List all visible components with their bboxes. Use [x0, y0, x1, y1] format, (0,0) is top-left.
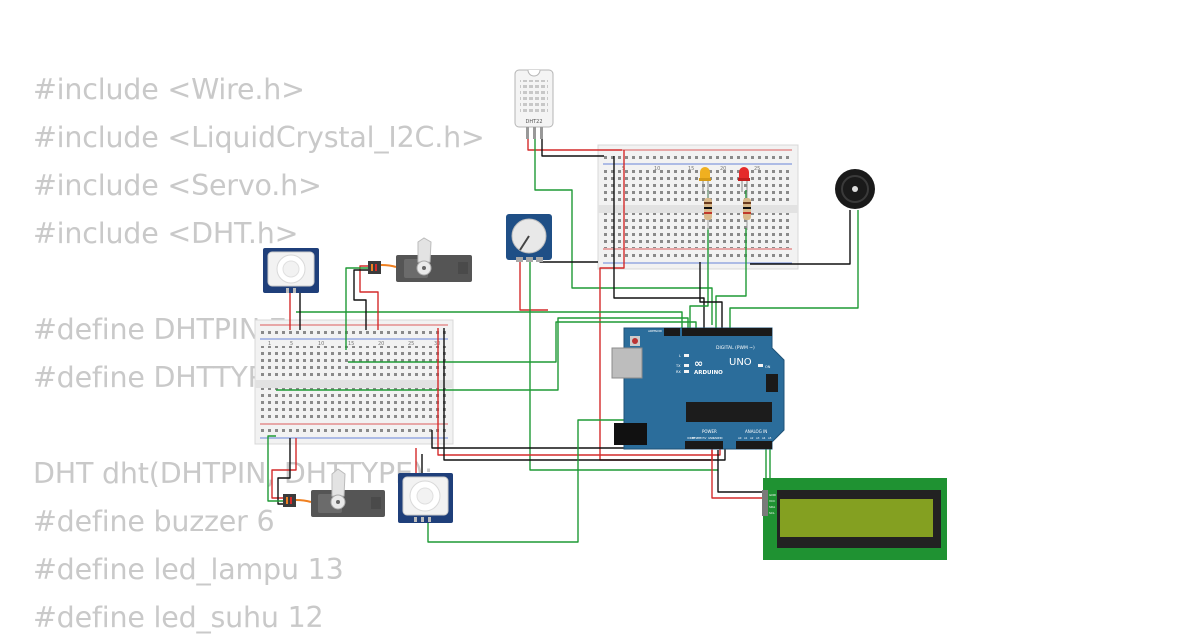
bb-num: 25 [754, 166, 760, 172]
arduino-power-label: POWER [702, 429, 717, 434]
code-line: #include <Wire.h> [33, 73, 305, 106]
pir-sensor-bottom[interactable] [398, 473, 453, 523]
breadboard-left[interactable]: 1 5 10 15 20 25 30 [254, 319, 454, 445]
servo-motor-top[interactable] [368, 237, 472, 282]
resistor[interactable] [743, 192, 751, 230]
arduino-uno[interactable]: AREF GND DIGITAL (PWM ~) ∞ UNO ARDUINO L… [611, 327, 785, 450]
bb-num: 10 [318, 341, 324, 347]
arduino-gnd: GND [655, 329, 663, 333]
bb-num: 20 [378, 341, 384, 347]
bb-num: 25 [408, 341, 414, 347]
analog-pin: A5 [768, 436, 772, 440]
arduino-brand: ARDUINO [694, 370, 723, 376]
bb-num: 10 [654, 166, 660, 172]
pir-sensor-top[interactable] [263, 248, 319, 293]
code-line: #define buzzer 6 [33, 505, 275, 538]
arduino-logo-icon: ∞ [694, 357, 703, 370]
arduino-led-tx: TX [675, 364, 681, 368]
bb-num: 15 [688, 166, 694, 172]
code-line: #define led_suhu 12 [33, 601, 324, 634]
code-line: #include <DHT.h> [33, 217, 299, 250]
analog-pin: A0 [738, 436, 742, 440]
lcd-display[interactable]: GND VCC SDA SCL [762, 478, 947, 560]
arduino-led-l: L [679, 354, 681, 358]
bb-num: 20 [720, 166, 726, 172]
resistor[interactable] [704, 192, 712, 230]
lcd-pin: GND [769, 493, 777, 497]
power-pin: VIN [718, 436, 723, 440]
servo-motor-bottom[interactable] [283, 468, 385, 517]
code-line: #define led_lampu 13 [33, 553, 344, 586]
wires [267, 126, 859, 543]
power-pin: RESET [692, 436, 701, 440]
bb-num: 15 [348, 341, 354, 347]
code-line: #include <LiquidCrystal_I2C.h> [33, 121, 485, 154]
arduino-on-label: ON [765, 365, 771, 369]
lcd-pin: SDA [769, 505, 776, 509]
code-line: #include <Servo.h> [33, 169, 322, 202]
arduino-led-rx: RX [676, 370, 681, 374]
led-yellow[interactable] [699, 167, 711, 192]
breadboard-right[interactable]: 5 10 15 20 25 [597, 144, 799, 270]
analog-pin: A4 [762, 436, 766, 440]
dht-label: DHT22 [525, 119, 542, 125]
arduino-model: UNO [729, 357, 752, 368]
led-red[interactable] [738, 167, 750, 192]
analog-pin: A3 [756, 436, 760, 440]
arduino-analog-label: ANALOG IN [745, 429, 767, 434]
power-pin: GND [708, 436, 714, 440]
power-pin: 5V [703, 436, 707, 440]
power-pin: GND [713, 436, 719, 440]
bb-num: 5 [290, 341, 293, 347]
arduino-aref: AREF [648, 329, 656, 333]
lcd-pin: VCC [769, 499, 775, 503]
bb-num: 30 [434, 341, 440, 347]
potentiometer[interactable] [506, 214, 552, 262]
bb-num: 1 [268, 341, 271, 347]
arduino-digital-label: DIGITAL (PWM ~) [716, 345, 755, 351]
buzzer[interactable] [835, 169, 875, 209]
power-pin: 3.3V [697, 436, 703, 440]
lcd-pin: SCL [769, 511, 775, 515]
analog-pin: A1 [744, 436, 748, 440]
dht22-sensor[interactable]: DHT22 [514, 69, 554, 139]
power-pin: IOREF [687, 436, 695, 440]
analog-pin: A2 [750, 436, 754, 440]
